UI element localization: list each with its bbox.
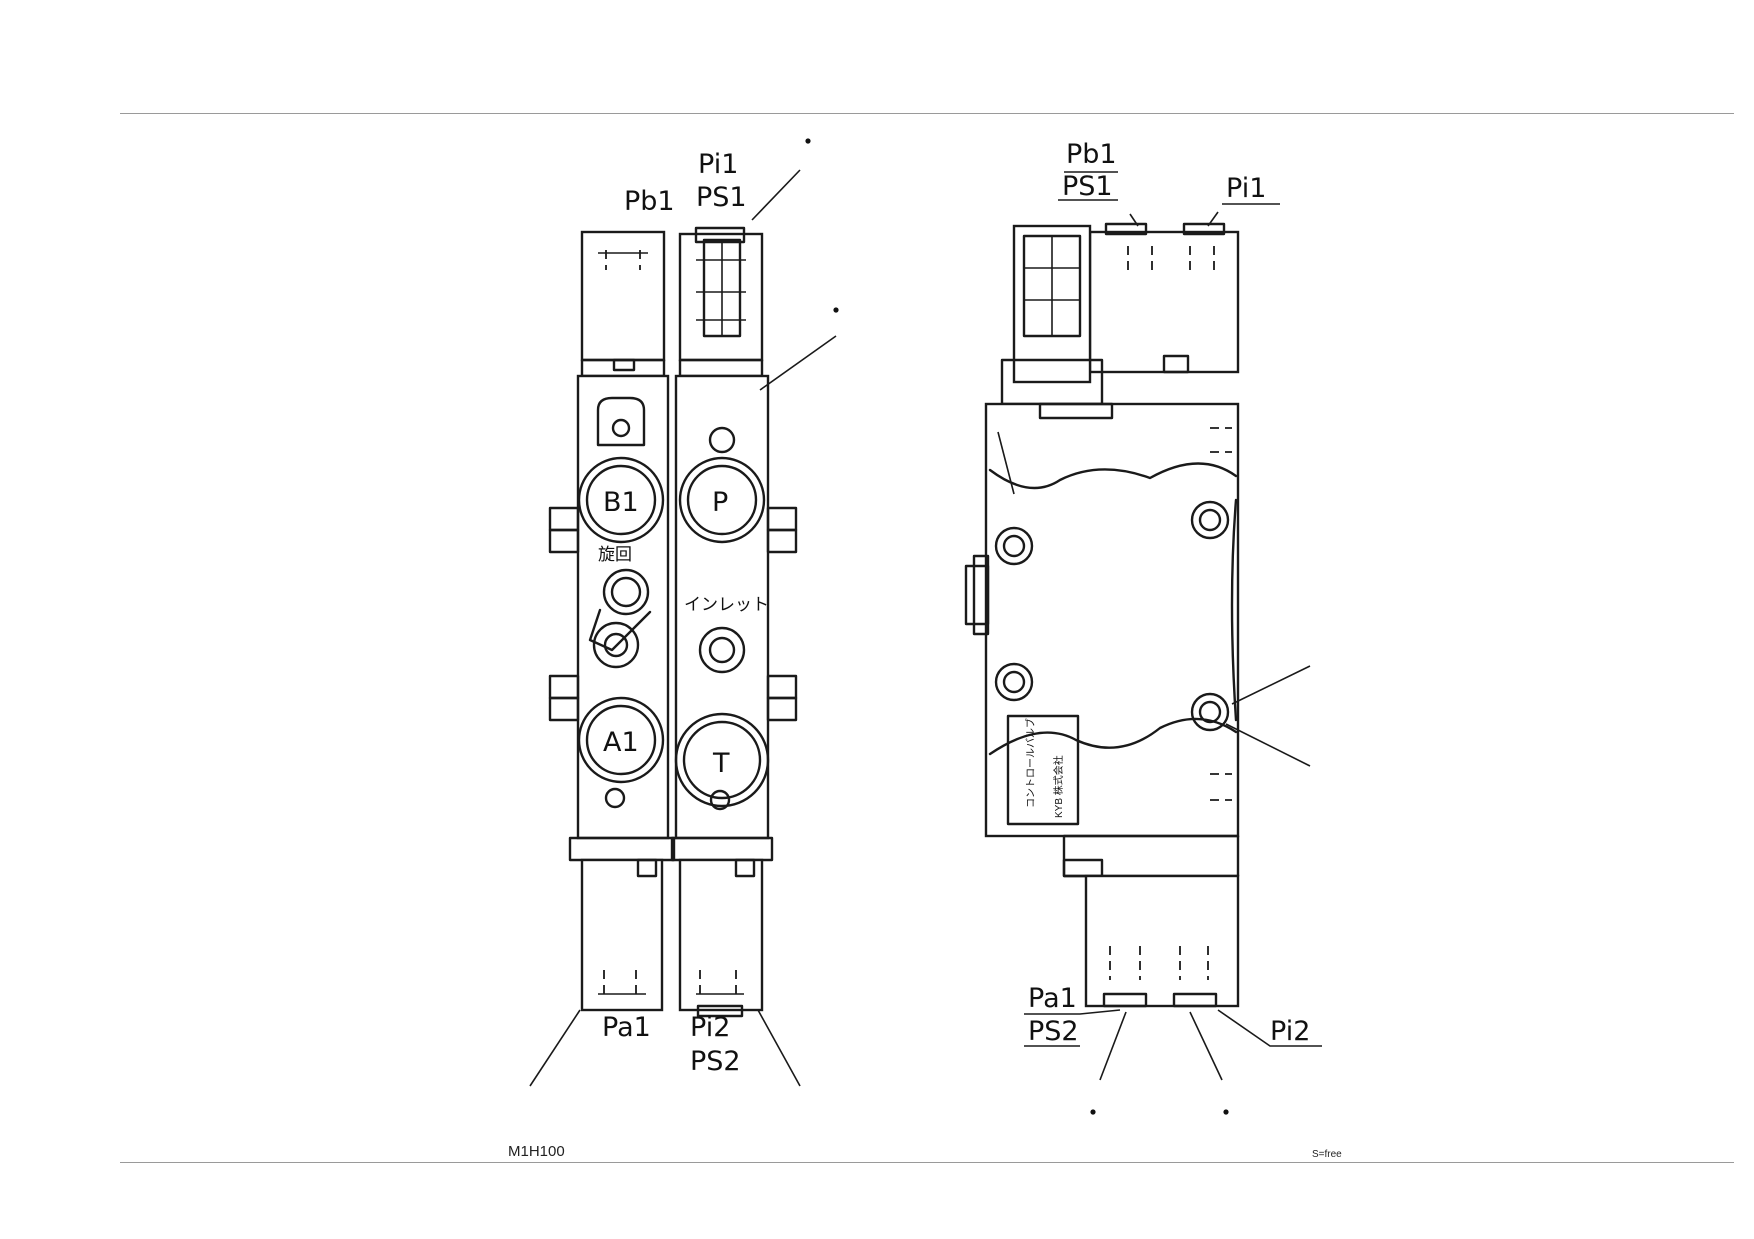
left-top-cap — [580, 230, 666, 378]
leader-upper-port — [759, 335, 837, 391]
nameplate-maker: KYB 株式会社 — [1052, 755, 1065, 818]
side-label-pb1: Pb1 — [1066, 139, 1117, 170]
front-label-ps2: PS2 — [690, 1046, 741, 1077]
front-label-ps1: PS1 — [696, 182, 747, 213]
drawing-code: M1H100 — [508, 1143, 565, 1160]
swing-section-label: 旋回 — [598, 545, 632, 565]
leader-pi2 — [757, 1009, 801, 1087]
front-label-pi1: Pi1 — [698, 149, 738, 180]
leader-side-pa1 — [1099, 1011, 1127, 1081]
front-label-pb1: Pb1 — [624, 186, 675, 217]
side-top-cap — [1000, 222, 1240, 406]
right-body-section: P インレット T — [670, 374, 798, 862]
left-bottom-cap — [580, 858, 664, 1012]
left-body-section: B1 旋回 A1 — [548, 374, 676, 862]
leader-side-pi2 — [1217, 1009, 1322, 1047]
port-p-label: P — [712, 487, 728, 518]
side-main-body: コントロールバルブ KYB 株式会社 — [964, 402, 1240, 878]
right-bottom-cap — [678, 858, 764, 1018]
inlet-section-label: インレット — [684, 595, 769, 615]
leader-dot-top — [805, 138, 811, 144]
side-label-ps1: PS1 — [1062, 171, 1113, 202]
drawing-scale: S=free — [1312, 1149, 1342, 1160]
port-a1-label: A1 — [603, 727, 639, 758]
side-label-pi2: Pi2 — [1270, 1016, 1310, 1047]
leader-pa1 — [529, 1009, 581, 1087]
leader-dot-upper — [833, 307, 839, 313]
right-top-cap — [678, 226, 764, 378]
front-label-pa1: Pa1 — [602, 1012, 651, 1043]
bottom-border-line — [120, 1162, 1734, 1163]
leader-pi1 — [751, 169, 801, 221]
leader-side-bolt-upper — [1231, 665, 1311, 705]
leader-side-pi2-arrow — [1189, 1011, 1223, 1081]
port-t-label: T — [712, 748, 730, 779]
nameplate-title: コントロールバルブ — [1024, 718, 1037, 808]
top-border-line — [120, 113, 1734, 114]
side-label-pa1: Pa1 — [1028, 983, 1077, 1014]
leader-side-pi1 — [1207, 211, 1219, 227]
leader-dot-side-right — [1223, 1109, 1229, 1115]
side-label-pi1: Pi1 — [1226, 173, 1266, 204]
leader-dot-side-left — [1090, 1109, 1096, 1115]
front-view: B1 旋回 A1 — [529, 138, 839, 1087]
leader-side-bolt-lower — [1225, 723, 1311, 767]
side-bottom-cap — [1084, 874, 1240, 1008]
leader-side-pa1-underline — [1024, 1009, 1121, 1015]
front-label-pi2: Pi2 — [690, 1012, 730, 1043]
side-label-ps2: PS2 — [1028, 1016, 1079, 1047]
leader-side-ps1 — [1129, 213, 1139, 227]
side-view: コントロールバルブ KYB 株式会社 — [964, 139, 1322, 1115]
port-b1-label: B1 — [603, 487, 639, 518]
